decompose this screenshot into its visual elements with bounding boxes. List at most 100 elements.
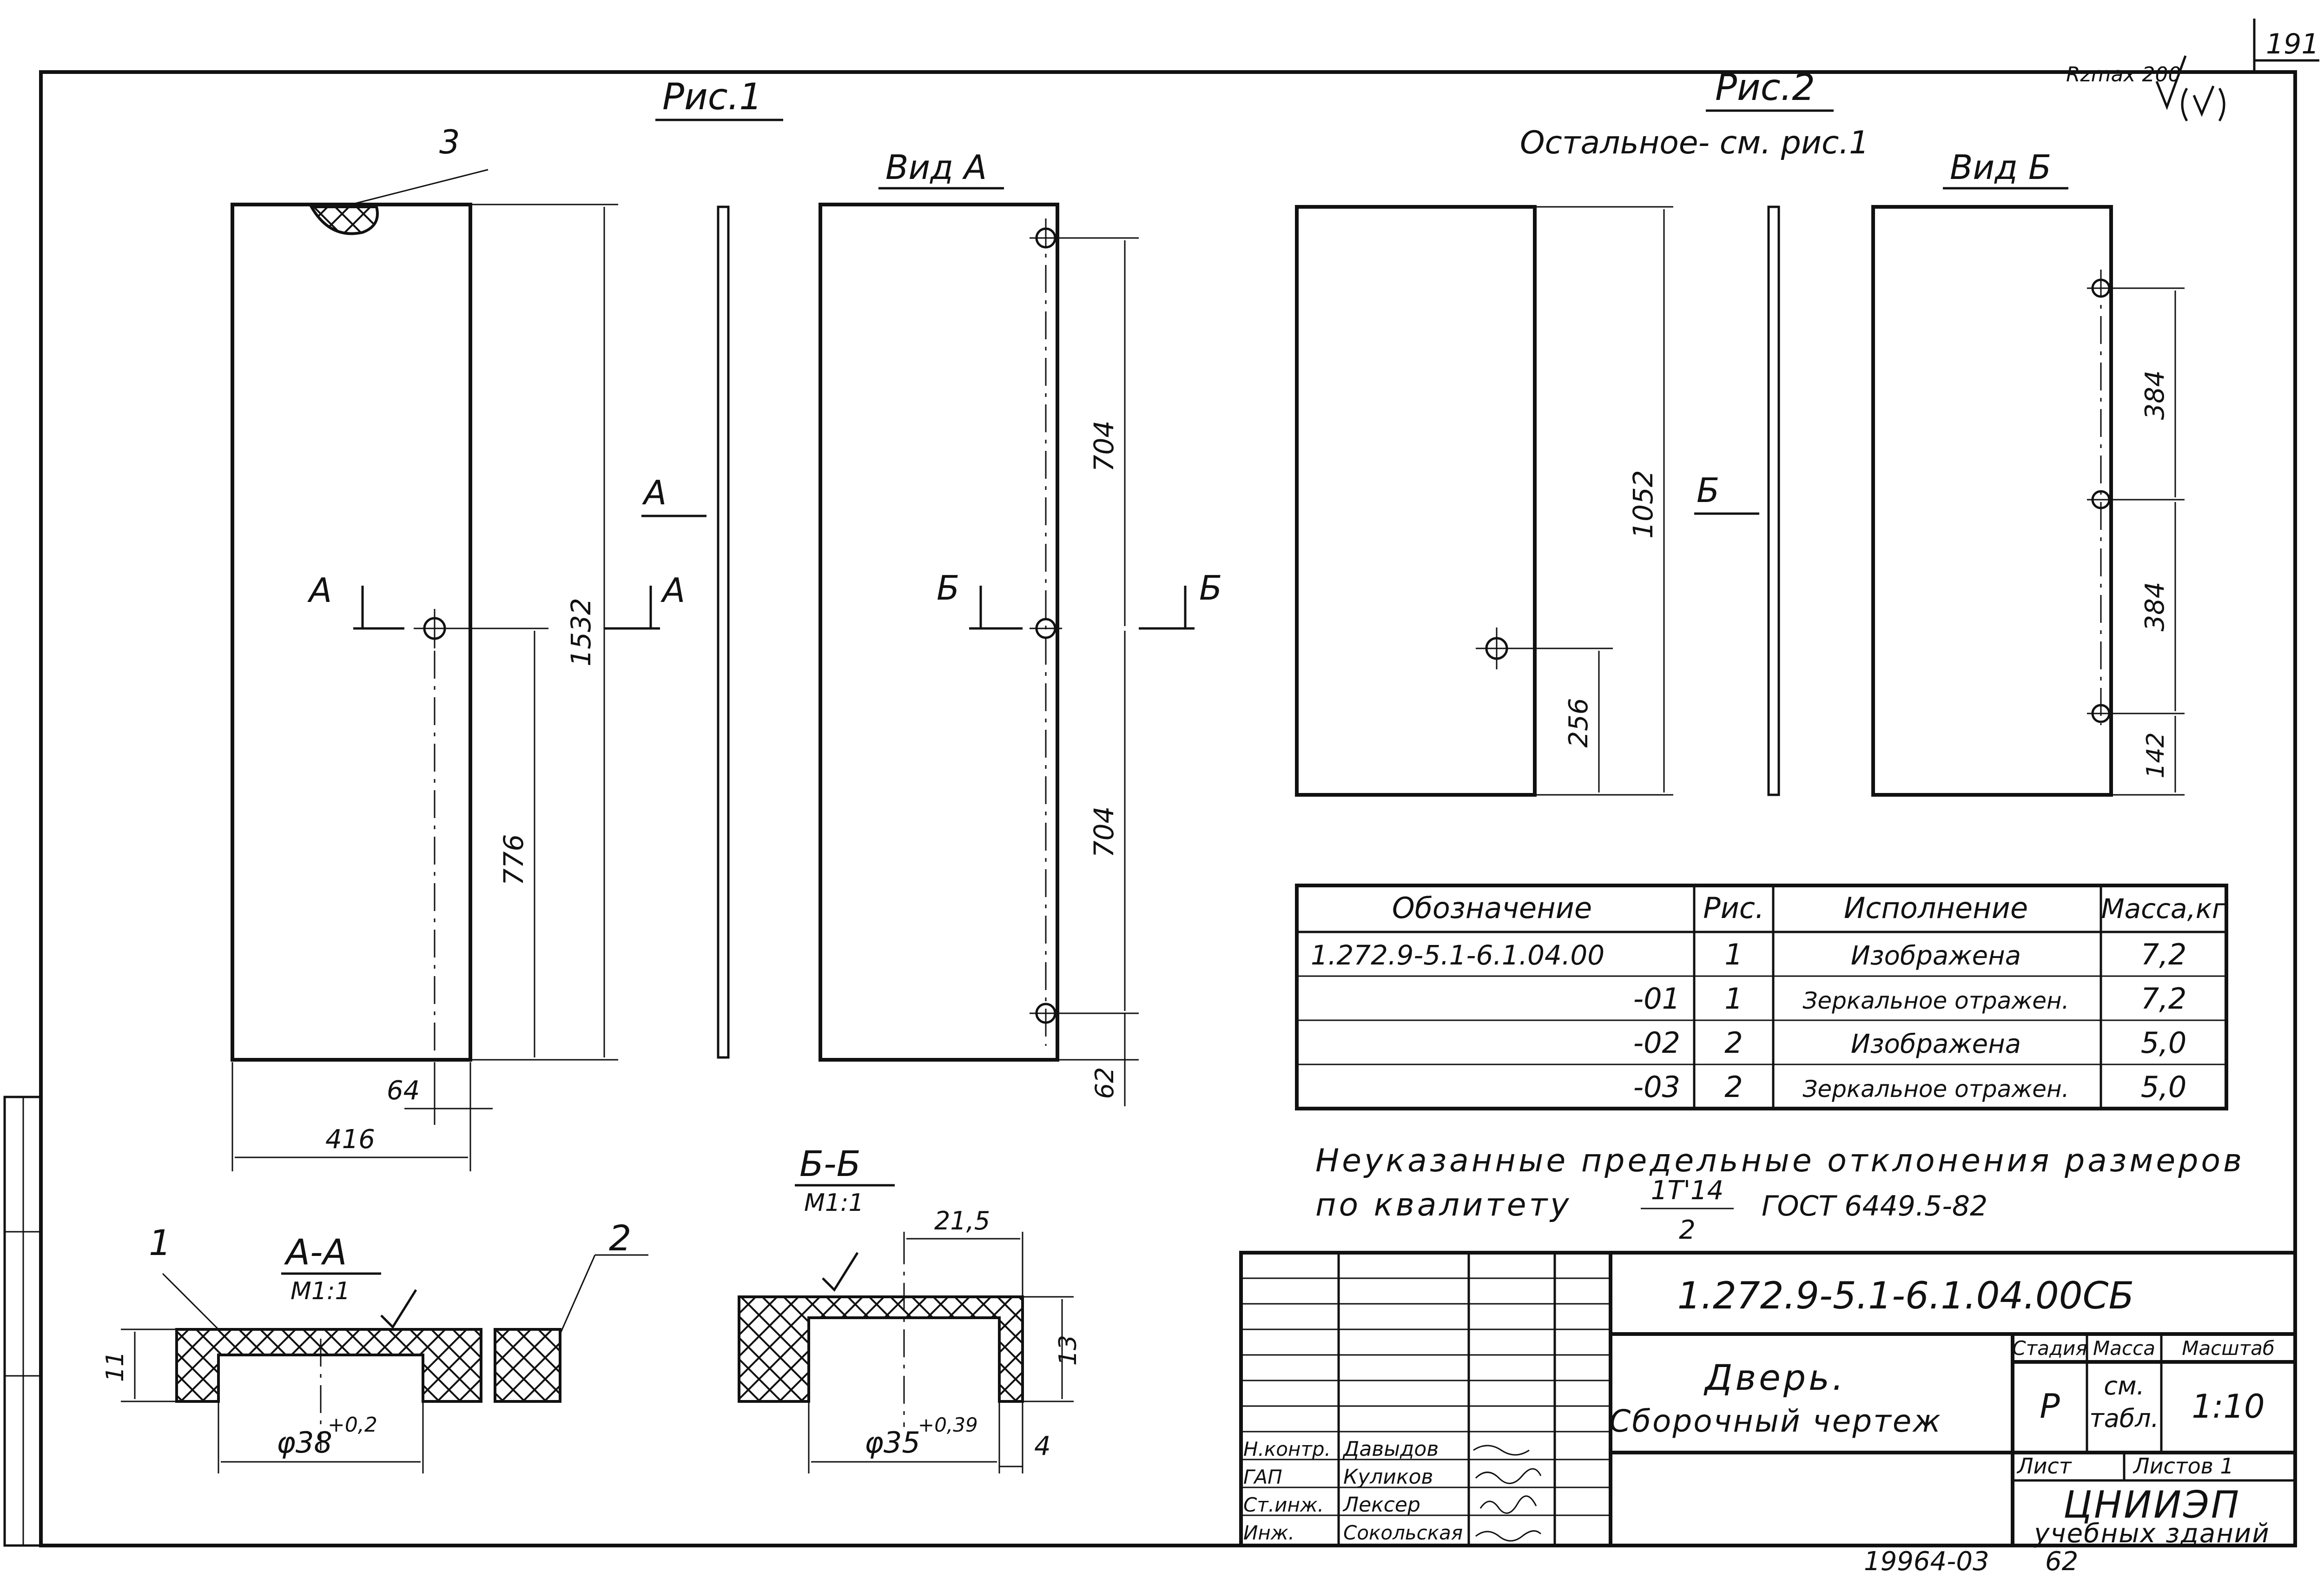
note-fraction-top: 1Т'14 bbox=[1651, 1176, 1724, 1206]
door-view-b bbox=[1871, 205, 2113, 797]
view-arrow-b: Б bbox=[1697, 471, 1719, 510]
handwritten-signatures bbox=[1473, 1445, 1542, 1542]
hinge-markers bbox=[1030, 227, 1062, 1024]
fig2-subtitle: Остальное- см. рис.1 bbox=[1520, 125, 1869, 161]
organization-name-1: ЦНИИЭП bbox=[2063, 1483, 2241, 1526]
sheet-label: Лист bbox=[2016, 1453, 2072, 1479]
aa-thickness: 11 bbox=[101, 1351, 129, 1382]
section-aa-title: А-А bbox=[284, 1231, 347, 1273]
dim-hole-256: 256 bbox=[1564, 698, 1594, 748]
signature-role: Инж. bbox=[1243, 1521, 1294, 1544]
spec-header-variant: Исполнение bbox=[1844, 891, 2028, 925]
note-fraction-bottom: 2 bbox=[1679, 1215, 1696, 1245]
section-aa-scale: М1:1 bbox=[290, 1277, 350, 1305]
spec-cell: 5,0 bbox=[2141, 1070, 2187, 1104]
mass-value-2: табл. bbox=[2089, 1404, 2159, 1433]
title-block: Н.контр. Давыдов ГАП Куликов Ст.инж. Лек… bbox=[1239, 1251, 2297, 1549]
spec-cell: 1 bbox=[1724, 982, 1743, 1016]
dim-bottom-142: 142 bbox=[2142, 732, 2170, 778]
spec-header-mass: Масса,кг bbox=[2101, 893, 2226, 925]
bb-tolerance: +0,39 bbox=[918, 1413, 978, 1436]
fig2-title: Рис.2 bbox=[1715, 67, 1815, 109]
document-name-1: Дверь. bbox=[1703, 1357, 1846, 1398]
view-b: Вид Б 384 384 142 bbox=[1871, 148, 2185, 797]
spec-cell: 2 bbox=[1724, 1070, 1743, 1104]
door-front-view-fig2 bbox=[1295, 205, 1537, 797]
stage-label: Стадия bbox=[2012, 1337, 2087, 1360]
note-line2-prefix: по квалитету bbox=[1315, 1187, 1571, 1223]
spec-header-fig: Рис. bbox=[1703, 891, 1764, 925]
dim-upper-384: 384 bbox=[2140, 370, 2170, 420]
view-b-title: Вид Б bbox=[1950, 148, 2051, 187]
binding-strip bbox=[3, 1096, 42, 1547]
view-a-title: Вид А bbox=[885, 148, 987, 187]
signature-name: Лексер bbox=[1342, 1493, 1420, 1517]
section-bb-scale: М1:1 bbox=[804, 1189, 864, 1217]
organization-name-2: учебных зданий bbox=[2033, 1519, 2270, 1549]
spec-cell: Изображена bbox=[1851, 941, 2021, 971]
roughness-label: Rzmax 200 bbox=[2066, 63, 2181, 86]
archive-number: 19964-03 bbox=[1864, 1546, 1989, 1572]
spec-cell: Изображена bbox=[1851, 1029, 2021, 1059]
bb-thickness: 13 bbox=[1054, 1335, 1082, 1366]
spec-cell: 1 bbox=[1724, 938, 1743, 971]
spec-cell: -03 bbox=[1633, 1070, 1680, 1104]
view-arrow-a: А bbox=[642, 473, 667, 512]
fig2: Рис.2 Остальное- см. рис.1 1052 256 Б bbox=[1295, 67, 1869, 797]
scale-label: Масштаб bbox=[2182, 1337, 2275, 1360]
document-code: 1.272.9-5.1-6.1.04.00СБ bbox=[1677, 1274, 2134, 1317]
roughness-icon bbox=[2155, 55, 2225, 122]
spec-header-designation: Обозначение bbox=[1392, 891, 1592, 925]
hinge-markers-b bbox=[2087, 278, 2185, 723]
dim-upper-704: 704 bbox=[1088, 421, 1120, 472]
section-mark-b-left: Б bbox=[937, 568, 959, 608]
dim-bottom-62: 62 bbox=[1090, 1067, 1119, 1099]
section-mark-a-left: А bbox=[307, 571, 332, 610]
aa-tolerance: +0,2 bbox=[328, 1413, 377, 1437]
dim-edge-64: 64 bbox=[387, 1076, 420, 1106]
stage-value: Р bbox=[2040, 1387, 2060, 1426]
section-mark-b-right: Б bbox=[1199, 568, 1222, 608]
spec-cell: 7,2 bbox=[2141, 938, 2187, 971]
aa-trim bbox=[494, 1328, 561, 1403]
sheets-label: Листов 1 bbox=[2133, 1453, 2234, 1479]
signature-name: Сокольская bbox=[1343, 1521, 1463, 1544]
sheet-corner-number: 191 bbox=[2266, 28, 2319, 60]
callout-2: 2 bbox=[609, 1217, 631, 1259]
fig1-title: Рис.1 bbox=[662, 76, 762, 118]
dim-height-1052: 1052 bbox=[1627, 470, 1659, 539]
dim-middle-384: 384 bbox=[2140, 582, 2170, 632]
document-name-2: Сборочный чертеж bbox=[1609, 1403, 1942, 1439]
signature-name: Давыдов bbox=[1342, 1437, 1439, 1461]
fig1: Рис.1 3 А А 1532 776 64 416 А bbox=[231, 76, 783, 1171]
view-a: Вид А Б Б 704 704 62 bbox=[819, 148, 1222, 1106]
callout-3: 3 bbox=[439, 123, 460, 161]
scale-value: 1:10 bbox=[2192, 1387, 2265, 1426]
page-number: 62 bbox=[2045, 1546, 2078, 1572]
fitting-detail bbox=[309, 205, 379, 235]
section-mark-a-right: А bbox=[660, 571, 685, 610]
signature-name: Куликов bbox=[1343, 1465, 1433, 1489]
sheet-frame: 191 Rzmax 200 bbox=[3, 19, 2319, 1547]
callout-1: 1 bbox=[149, 1222, 171, 1263]
tolerance-note: Неуказанные предельные отклонения размер… bbox=[1315, 1143, 2242, 1245]
spec-table: Обозначение Рис. Исполнение Масса,кг 1.2… bbox=[1295, 884, 2228, 1110]
signature-role: Ст.инж. bbox=[1243, 1493, 1324, 1516]
aa-profile bbox=[175, 1328, 482, 1403]
spec-cell: -02 bbox=[1633, 1026, 1680, 1060]
bb-diameter: φ35 bbox=[865, 1426, 920, 1460]
signature-role: ГАП bbox=[1243, 1466, 1282, 1488]
dim-hole-776: 776 bbox=[498, 834, 529, 886]
spec-cell: -01 bbox=[1633, 982, 1680, 1016]
section-bb: Б-Б М1:1 21,5 13 φ35 +0,39 4 bbox=[738, 1143, 1082, 1473]
spec-cell: 5,0 bbox=[2141, 1026, 2187, 1060]
door-view-a bbox=[819, 203, 1059, 1062]
door-side-view bbox=[717, 205, 730, 1059]
spec-cell: Зеркальное отражен. bbox=[1802, 987, 2069, 1014]
bb-profile bbox=[738, 1295, 1024, 1403]
spec-cell: 1.272.9-5.1-6.1.04.00 bbox=[1311, 939, 1604, 971]
spec-cell: Зеркальное отражен. bbox=[1802, 1076, 2069, 1103]
mass-value-1: см. bbox=[2104, 1371, 2145, 1400]
dim-height-1532: 1532 bbox=[565, 598, 597, 667]
